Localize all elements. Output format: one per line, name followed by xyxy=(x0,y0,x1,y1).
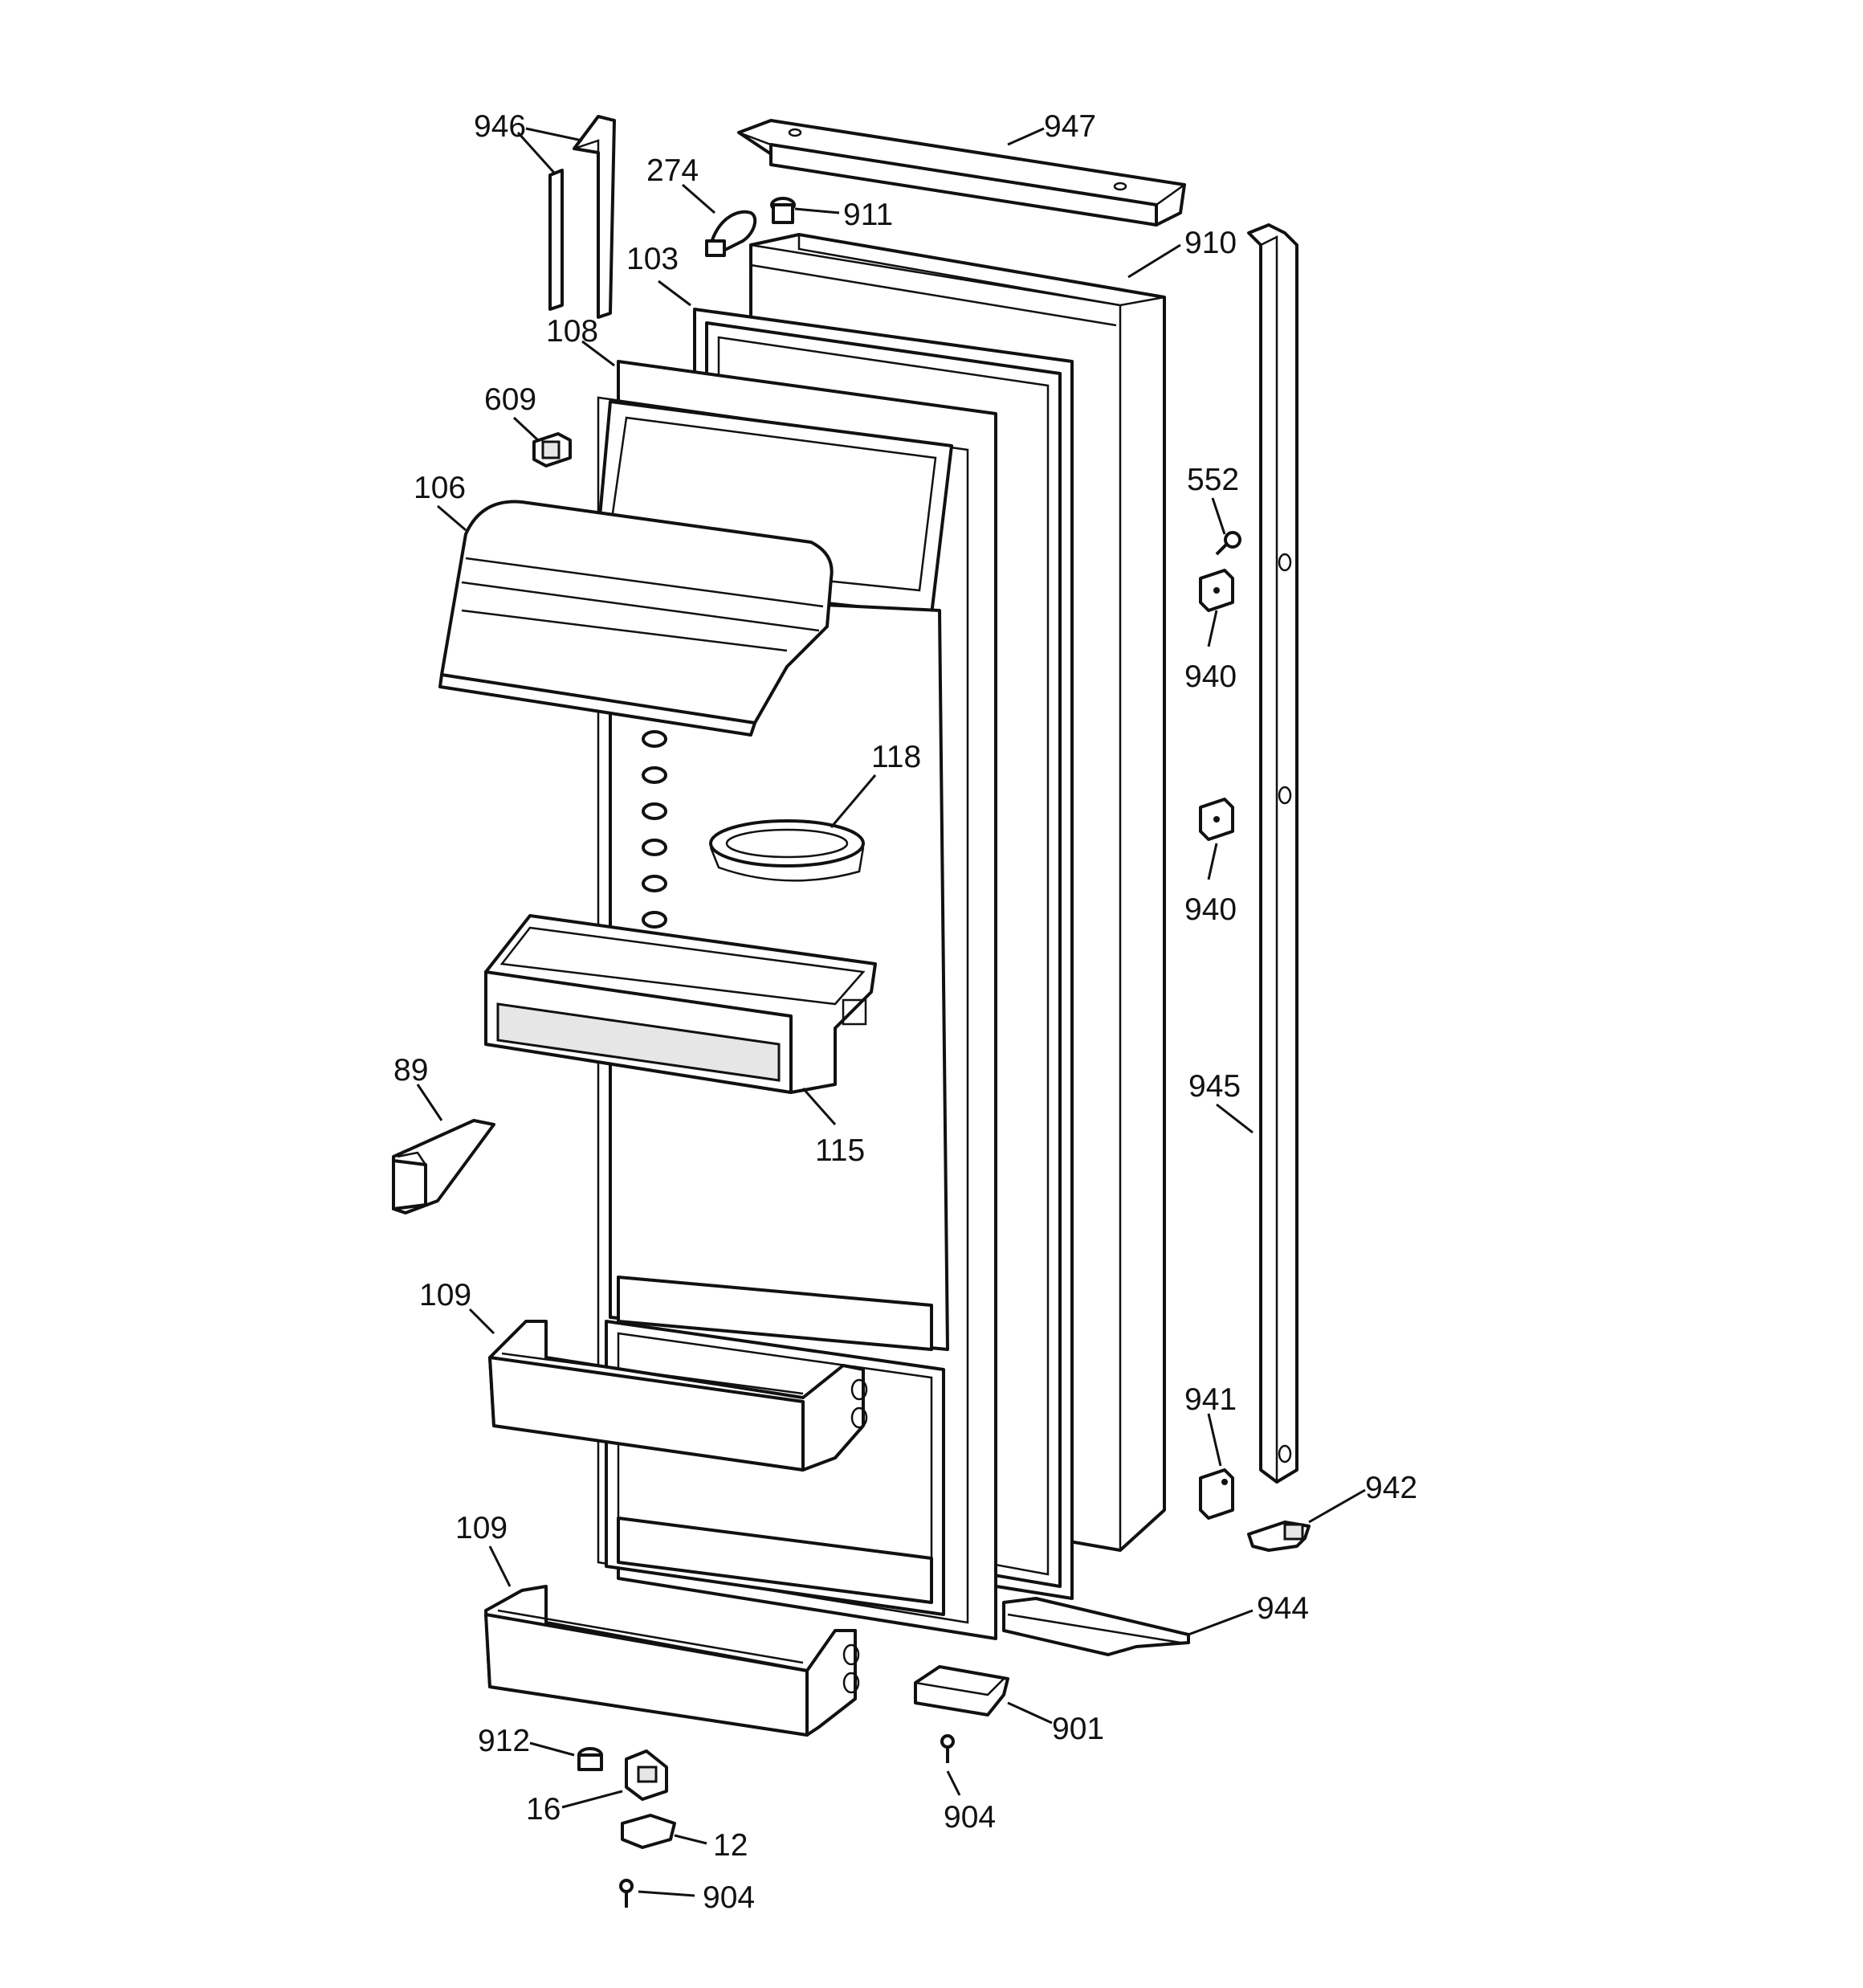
label-912: 912 xyxy=(478,1724,530,1758)
wire-harness-274 xyxy=(705,210,757,257)
label-609: 609 xyxy=(484,382,536,417)
hinge-942 xyxy=(1247,1521,1311,1552)
label-904-left: 904 xyxy=(703,1880,755,1915)
door-bin-115 xyxy=(484,914,877,1094)
trim-strips-946 xyxy=(548,115,616,319)
door-bin-109-lower xyxy=(484,1585,860,1737)
label-911: 911 xyxy=(843,198,893,232)
hinge-block-940-upper xyxy=(1199,569,1234,612)
label-940-lower: 940 xyxy=(1184,892,1237,927)
screw-904-left xyxy=(619,1879,634,1908)
label-904-right: 904 xyxy=(944,1800,996,1835)
part-labels: 946 947 274 911 910 103 108 609 106 552 … xyxy=(393,109,1417,1915)
label-947: 947 xyxy=(1044,109,1096,144)
label-944: 944 xyxy=(1257,1591,1309,1626)
label-901: 901 xyxy=(1052,1712,1104,1746)
label-12: 12 xyxy=(713,1828,748,1863)
door-bin-109-upper xyxy=(488,1320,868,1472)
label-115: 115 xyxy=(815,1133,865,1168)
door-handle-strip-945 xyxy=(1247,223,1298,1484)
label-89: 89 xyxy=(393,1053,428,1088)
label-940-upper: 940 xyxy=(1184,659,1237,694)
label-946: 946 xyxy=(474,109,526,144)
hinge-block-940-lower xyxy=(1199,798,1234,841)
label-109-lower: 109 xyxy=(455,1511,508,1545)
label-910: 910 xyxy=(1184,226,1237,260)
bottom-bracket-944 xyxy=(1002,1597,1190,1656)
switch-609 xyxy=(532,432,572,467)
top-cap-947 xyxy=(737,119,1186,227)
label-108: 108 xyxy=(546,314,598,349)
egg-tray-118 xyxy=(709,819,865,882)
dairy-compartment-106 xyxy=(438,500,834,737)
label-274: 274 xyxy=(646,153,699,188)
label-106: 106 xyxy=(414,471,466,505)
shelf-supports xyxy=(642,730,667,929)
label-16: 16 xyxy=(526,1792,561,1827)
bushing-912 xyxy=(577,1747,603,1771)
bushing-911 xyxy=(770,197,796,224)
shelf-cover-89 xyxy=(392,1119,495,1214)
label-941: 941 xyxy=(1184,1382,1237,1417)
screw-552 xyxy=(1215,531,1241,556)
bracket-941 xyxy=(1199,1468,1234,1520)
hinge-cover-901 xyxy=(914,1665,1009,1717)
label-945: 945 xyxy=(1188,1069,1241,1104)
bottom-hinge-16 xyxy=(625,1749,668,1801)
label-103: 103 xyxy=(626,242,679,276)
label-118: 118 xyxy=(871,740,921,774)
label-109-upper: 109 xyxy=(419,1278,471,1312)
bracket-12 xyxy=(621,1814,676,1849)
label-942: 942 xyxy=(1365,1471,1417,1505)
label-552: 552 xyxy=(1187,463,1239,497)
screw-904-right xyxy=(940,1734,955,1763)
leader-lines xyxy=(416,127,1366,1897)
